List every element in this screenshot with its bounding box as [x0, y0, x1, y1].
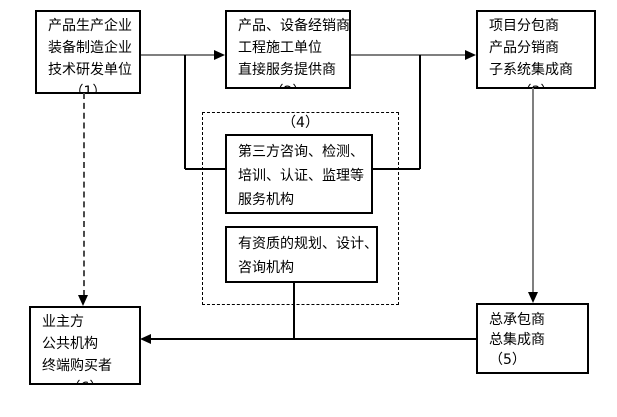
box-third-party-line2: 培训、认证、监理等 [238, 168, 364, 184]
connector-left-arrow-to-third-party-horizontal [185, 168, 225, 170]
box-subcontractors-number: （3） [478, 81, 594, 87]
box-owners-number: （6） [31, 377, 139, 383]
dashed-arrow-producers-to-owners [83, 93, 85, 296]
box-producers-number: （1） [69, 84, 107, 94]
arrow-contractor-to-owners [150, 338, 477, 340]
box-distributors-line3: 直接服务提供商 [238, 62, 336, 78]
connector-right-arrow-to-third-party-horizontal [372, 168, 420, 170]
box-distributors-line2: 工程施工单位 [238, 40, 322, 56]
arrowhead-down-icon [78, 295, 88, 306]
box-producers: 产品生产企业 装备制造企业 技术研发单位 （1） [35, 10, 141, 94]
box-producers-line1: 产品生产企业 [48, 18, 132, 34]
arrowhead-right-icon [465, 50, 476, 60]
connector-left-arrow-to-third-party-vertical [184, 55, 186, 169]
service-group-number: （4） [282, 115, 319, 131]
box-third-party-line3: 服务机构 [238, 192, 294, 208]
box-owners-line2: 公共机构 [42, 336, 98, 352]
box-producers-line3: 技术研发单位 [48, 62, 132, 78]
box-general-contractor: 总承包商 总集成商 （5） [476, 303, 589, 374]
box-third-party-line1: 第三方咨询、检测、 [238, 144, 364, 160]
box-subcontractors-line1: 项目分包商 [489, 18, 559, 34]
connector-qualified-to-bottom-arrow [293, 282, 295, 339]
box-qualified-line1: 有资质的规划、设计、 [238, 236, 378, 252]
arrowhead-right-icon [214, 50, 225, 60]
box-third-party-services: 第三方咨询、检测、 培训、认证、监理等 服务机构 [225, 134, 373, 214]
box-contractor-number: （5） [489, 352, 526, 368]
box-distributors: 产品、设备经销商 工程施工单位 直接服务提供商 （2） [225, 10, 351, 89]
arrow-distributors-to-subcontractors [351, 54, 467, 56]
box-distributors-line1: 产品、设备经销商 [238, 18, 350, 34]
box-contractor-line1: 总承包商 [489, 312, 545, 328]
box-qualified-line2: 咨询机构 [238, 260, 294, 276]
box-qualified-planning: 有资质的规划、设计、 咨询机构 [225, 226, 378, 283]
box-distributors-number: （2） [227, 81, 349, 87]
box-owners-line1: 业主方 [42, 314, 84, 330]
box-owners: 业主方 公共机构 终端购买者 （6） [29, 306, 141, 385]
box-contractor-line2: 总集成商 [489, 332, 545, 348]
box-owners-line3: 终端购买者 [42, 358, 112, 374]
box-subcontractors-line2: 产品分销商 [489, 40, 559, 56]
arrowhead-down-icon [528, 292, 538, 303]
arrowhead-left-icon [140, 334, 151, 344]
box-subcontractors-line3: 子系统集成商 [489, 62, 573, 78]
arrow-subcontractors-to-contractor [532, 88, 534, 293]
arrow-producers-to-distributors [141, 54, 217, 56]
box-producers-line2: 装备制造企业 [48, 40, 132, 56]
service-group-dashed-box [202, 112, 399, 305]
box-subcontractors: 项目分包商 产品分销商 子系统集成商 （3） [476, 10, 596, 89]
connector-right-arrow-to-third-party-vertical [419, 55, 421, 169]
